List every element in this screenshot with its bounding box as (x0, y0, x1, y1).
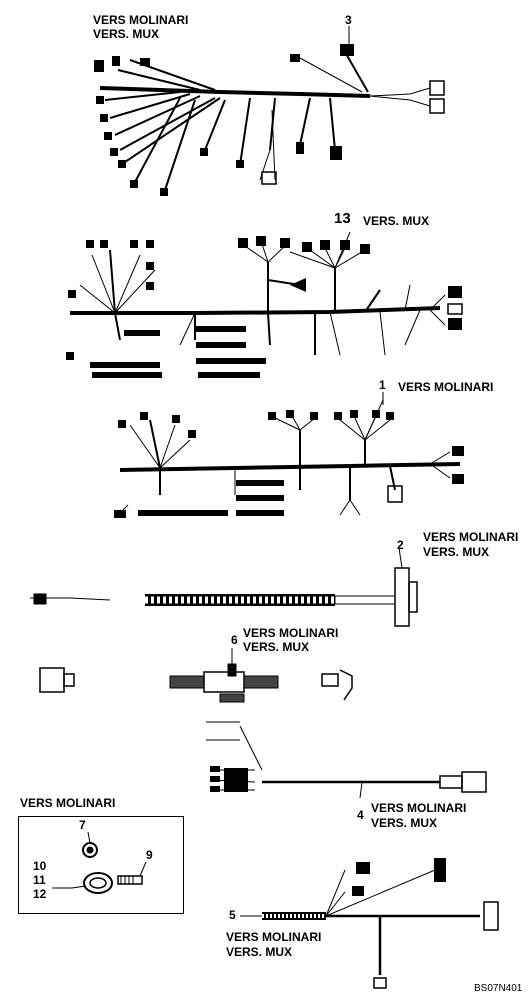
label-g-line2: VERS. MUX (226, 945, 293, 959)
harness-c-connectors (114, 410, 464, 518)
harness-f (240, 869, 499, 989)
callout-5: 5 (229, 908, 236, 922)
label-g-line1: VERS MOLINARI (226, 930, 322, 944)
label-a-line1: VERS MOLINARI (93, 13, 189, 27)
harness-b-connectors (66, 236, 463, 360)
harness-c (117, 399, 461, 516)
part-6-assembly (39, 648, 353, 703)
harness-a-end-connectors (429, 80, 445, 114)
label-d-line1: VERS MOLINARI (423, 530, 519, 544)
harness-e-connectors (210, 766, 248, 792)
label-c-line1: VERS MOLINARI (398, 380, 494, 394)
label-e-line2: VERS. MUX (243, 640, 310, 654)
callout-9: 9 (146, 848, 153, 862)
harness-c-trunk (119, 462, 461, 472)
callout-11: 11 (33, 873, 46, 887)
harness-b-trunk (70, 306, 441, 315)
drawing-reference: BS07N401 (474, 983, 523, 994)
label-a-line2: VERS. MUX (93, 27, 160, 41)
label-d-line2: VERS. MUX (423, 545, 490, 559)
callout-3: 3 (345, 13, 352, 27)
callout-13: 13 (334, 210, 351, 227)
label-e-line1: VERS MOLINARI (243, 626, 339, 640)
callout-10: 10 (33, 859, 47, 873)
harness-a-trunk (99, 86, 371, 98)
harness-b (70, 231, 446, 356)
inset-hardware (52, 831, 147, 894)
callout-6: 6 (231, 633, 238, 647)
callout-7: 7 (79, 818, 86, 832)
label-b-line1: VERS. MUX (363, 214, 430, 228)
callout-1: 1 (379, 378, 386, 392)
inset-box (18, 816, 184, 914)
callout-2: 2 (397, 538, 404, 552)
harness-c-terminal-rows (138, 480, 284, 516)
label-f-line1: VERS MOLINARI (371, 801, 467, 815)
inset-title: VERS MOLINARI (20, 796, 116, 810)
harness-b-terminal-rows (90, 326, 266, 378)
label-f-line2: VERS. MUX (371, 816, 438, 830)
callout-12: 12 (33, 887, 47, 901)
callout-4: 4 (357, 808, 364, 822)
harness-d (30, 547, 418, 627)
harness-f-connectors (352, 858, 446, 896)
harness-a (99, 51, 431, 191)
harness-a-connectors (94, 44, 354, 196)
